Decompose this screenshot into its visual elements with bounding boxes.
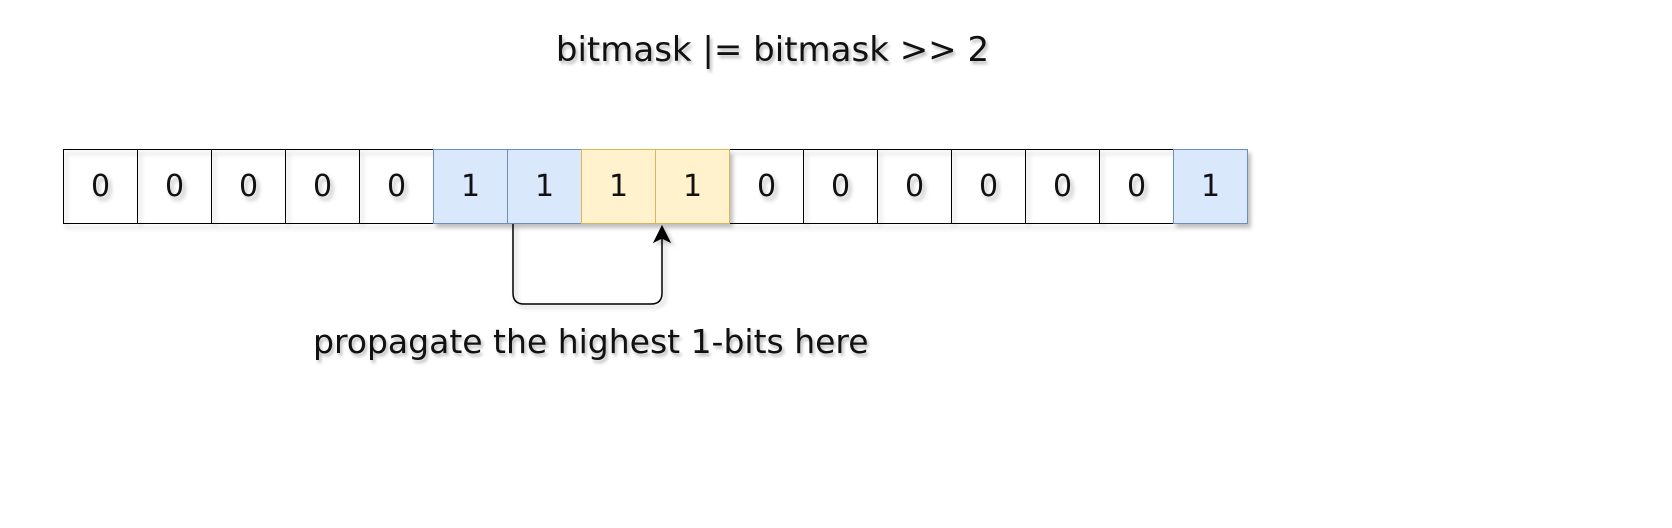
arrow-head-icon bbox=[652, 224, 672, 244]
bit-cell-5: 1 bbox=[433, 149, 508, 224]
propagation-caption: propagate the highest 1-bits here bbox=[313, 322, 869, 361]
diagram-title: bitmask |= bitmask >> 2 bbox=[555, 30, 990, 70]
bit-cell-8: 1 bbox=[655, 149, 730, 224]
bit-row: 0 0 0 0 0 1 1 1 1 0 0 0 0 0 0 1 bbox=[63, 149, 1248, 224]
bit-cell-15: 1 bbox=[1173, 149, 1248, 224]
shift-connector-line bbox=[512, 224, 663, 305]
bit-cell-6: 1 bbox=[507, 149, 582, 224]
